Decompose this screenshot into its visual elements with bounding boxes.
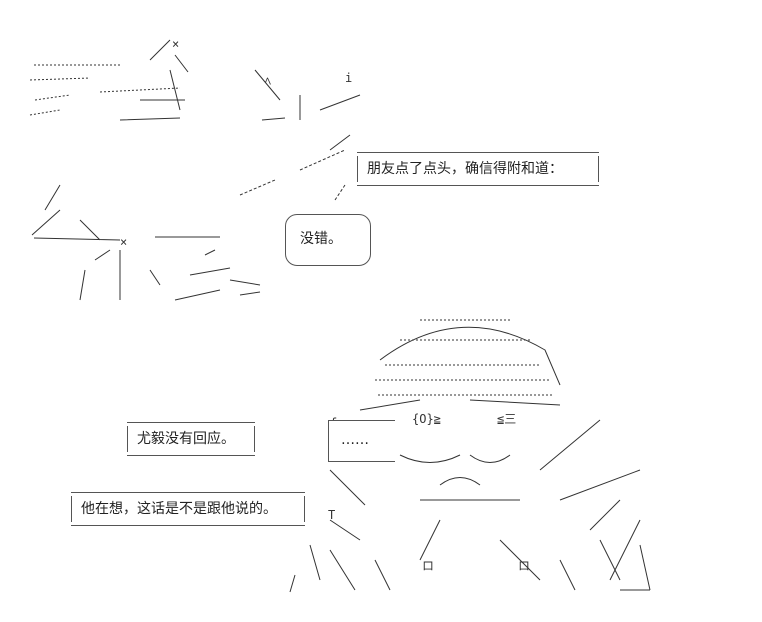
cross-small-glyph: × xyxy=(120,235,127,249)
caption-youyi-silent: 尤毅没有回应。 xyxy=(127,422,255,456)
body-outline xyxy=(539,419,651,591)
speech-ellipsis: …… xyxy=(328,420,395,462)
hair-stroke xyxy=(119,39,189,121)
speech-text: 没错。 xyxy=(300,231,342,247)
letter-t-glyph: T xyxy=(328,508,335,522)
head-fill xyxy=(400,319,530,341)
head-outline xyxy=(379,326,561,386)
face-outline xyxy=(31,184,121,241)
speech-text: …… xyxy=(341,432,369,448)
cross-glyph: × xyxy=(172,37,179,51)
arrow-glyph: ﾍ xyxy=(265,74,271,88)
hair-stroke xyxy=(29,64,181,116)
brow-line xyxy=(359,399,561,411)
eye-equal-glyph: ≦三 xyxy=(497,412,516,426)
head-fill xyxy=(375,364,552,396)
hair-stroke xyxy=(254,69,361,151)
caption-friend-nod: 朋友点了点头，确信得附和道： xyxy=(357,152,599,186)
letter-i-glyph: i xyxy=(345,71,352,85)
face-line xyxy=(239,149,346,201)
eye-line xyxy=(399,454,511,463)
caption-text: 朋友点了点头，确信得附和道： xyxy=(367,161,563,177)
body-outline xyxy=(289,469,366,593)
collar-stroke xyxy=(174,249,261,301)
mouth-box-left: ロ xyxy=(422,559,434,573)
speech-right-reply: 没错。 xyxy=(285,214,371,266)
caption-text: 尤毅没有回应。 xyxy=(137,431,235,447)
hand-stroke xyxy=(559,539,650,591)
collar-stroke xyxy=(79,236,220,301)
mouth-box-right: ロ xyxy=(518,559,530,573)
caption-text: 他在想，这话是不是跟他说的。 xyxy=(81,501,277,517)
arm-stroke xyxy=(329,519,541,591)
eye-bracket-glyph: {O}≧ xyxy=(412,412,441,426)
caption-thinking: 他在想，这话是不是跟他说的。 xyxy=(71,492,305,526)
mouth-line xyxy=(420,477,520,501)
